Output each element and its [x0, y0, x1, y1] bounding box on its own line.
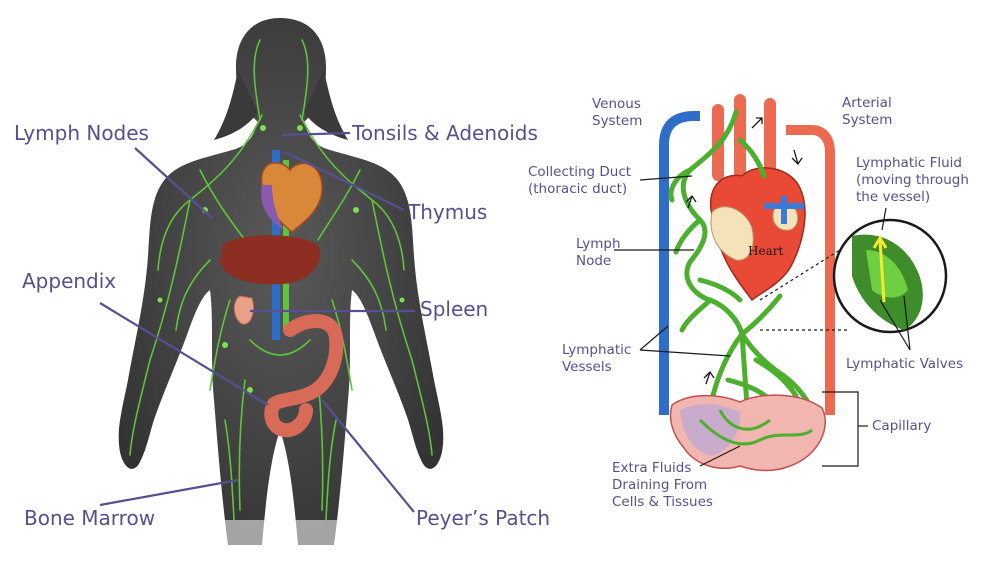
- label-collecting-duct: Collecting Duct (thoracic duct): [528, 164, 631, 198]
- lymph-node-line1: Lymph: [576, 236, 621, 252]
- intestine-organ: [264, 314, 344, 438]
- extra-line2: Draining From: [612, 477, 708, 493]
- venous-line2: System: [592, 113, 643, 129]
- leader-collecting-duct: [639, 175, 693, 181]
- extra-line3: Cells & Tissues: [612, 494, 713, 510]
- leader-appendix: [99, 302, 269, 406]
- label-lymphatic-fluid: Lymphatic Fluid (moving through the vess…: [856, 155, 969, 206]
- collecting-line1: Collecting Duct: [528, 164, 632, 180]
- label-tonsils-adenoids: Tonsils & Adenoids: [352, 121, 538, 145]
- vessels-line2: Vessels: [562, 359, 612, 375]
- leader-vessels-a: [639, 325, 669, 351]
- leader-peyers-patch: [321, 399, 415, 513]
- vessels-line1: Lymphatic: [562, 342, 632, 358]
- capillary-bracket: [822, 391, 859, 467]
- kidney-organ: [233, 295, 255, 325]
- venous-line1: Venous: [592, 96, 641, 112]
- fluid-line3: the vessel): [856, 189, 931, 205]
- label-lymphatic-valves: Lymphatic Valves: [846, 356, 964, 372]
- liver-organ: [220, 235, 321, 285]
- fluid-line1: Lymphatic Fluid: [856, 155, 962, 171]
- leader-fluid: [881, 207, 887, 231]
- collecting-line2: (thoracic duct): [528, 181, 628, 197]
- label-venous-system: Venous System: [592, 96, 642, 130]
- leader-bone-marrow: [99, 478, 239, 507]
- capillary-bed: [669, 394, 826, 472]
- label-lymph-node: Lymph Node: [576, 236, 621, 270]
- zoom-line-top: [759, 249, 841, 301]
- lymph-node-line2: Node: [576, 253, 612, 269]
- label-lymphatic-vessels: Lymphatic Vessels: [562, 342, 631, 376]
- arterial-line2: System: [842, 112, 893, 128]
- label-appendix: Appendix: [22, 269, 117, 293]
- body-lymph-network: [129, 39, 433, 521]
- leader-lymph-nodes: [134, 147, 213, 219]
- extra-line1: Extra Fluids: [612, 460, 692, 476]
- label-spleen: Spleen: [420, 297, 489, 321]
- label-peyers-patch: Peyer’s Patch: [416, 506, 551, 530]
- leader-valve-b: [903, 295, 911, 351]
- label-lymph-nodes: Lymph Nodes: [14, 121, 149, 145]
- label-capillary: Capillary: [872, 418, 932, 434]
- valve-zoom-circle: [832, 218, 948, 334]
- right-leader-lines: [614, 175, 911, 467]
- lymph-node-dots: [157, 125, 405, 393]
- leader-tonsils: [281, 131, 351, 137]
- arterial-line1: Arterial: [842, 95, 892, 111]
- label-extra-fluids: Extra Fluids Draining From Cells & Tissu…: [612, 460, 713, 511]
- leader-vessels-b: [639, 349, 731, 357]
- heart-left-side: [261, 185, 284, 230]
- leader-extra-fluids: [699, 445, 741, 467]
- leader-thymus: [284, 151, 405, 211]
- leader-valve-a: [879, 299, 911, 351]
- label-heart: Heart: [748, 244, 784, 258]
- fluid-line2: (moving through: [856, 172, 969, 188]
- label-thymus: Thymus: [408, 200, 488, 224]
- flow-arrows: [685, 117, 803, 385]
- venous-system: [659, 111, 700, 415]
- label-bone-marrow: Bone Marrow: [24, 506, 156, 530]
- left-leader-lines: [99, 131, 415, 513]
- heart-illustration: [709, 167, 806, 302]
- label-arterial-system: Arterial System: [842, 95, 892, 129]
- body-organs: [220, 150, 344, 438]
